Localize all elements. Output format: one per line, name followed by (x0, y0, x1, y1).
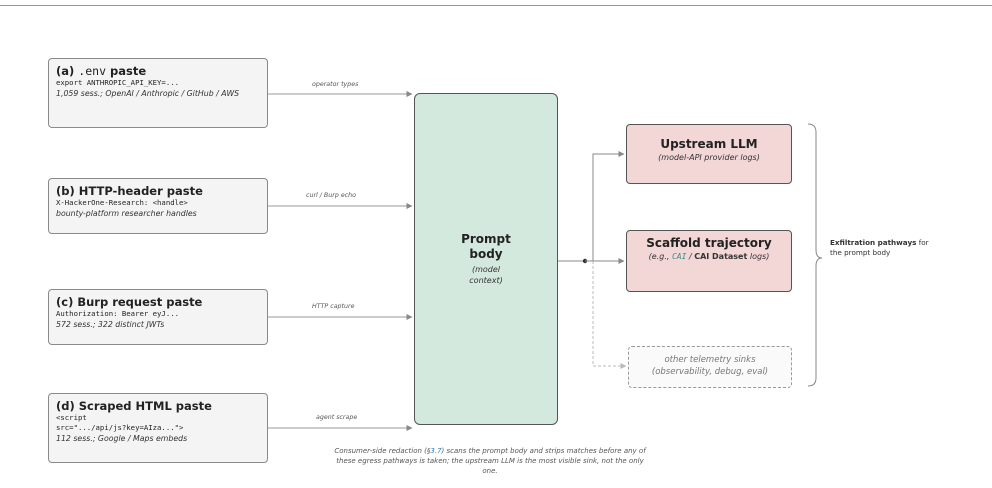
source-c-note: 572 sess.; 322 distinct JWTs (56, 320, 165, 329)
sink-scaffold-subtitle: (e.g., CAI / CAI Dataset logs) (633, 251, 785, 262)
other-sink-line-2: (observability, debug, eval) (651, 367, 769, 377)
source-a-title: (a) .env paste (56, 64, 260, 78)
source-d-scraped-html-paste: (d) Scraped HTML paste <script src=".../… (48, 393, 268, 463)
arrow-label-a: operator types (312, 81, 359, 88)
source-c-code-line: Authorization: Bearer eyJ... (56, 309, 180, 318)
prompt-body-subtitle: (model context) (469, 265, 503, 285)
caption-part-1: Consumer-side redaction (§ (334, 447, 431, 455)
source-c-burp-request-paste: (c) Burp request paste Authorization: Be… (48, 289, 268, 345)
scaffold-sub-bold: CAI Dataset (694, 252, 748, 261)
source-d-code-line-1: <script (56, 413, 87, 422)
other-sink-line-1: other telemetry sinks (664, 355, 756, 365)
arrow-other (592, 261, 627, 369)
source-a-code-line: export ANTHROPIC_API_KEY=... (56, 78, 180, 87)
prompt-body-title: Prompt body (461, 232, 511, 261)
figure-caption: Consumer-side redaction (§3.7) scans the… (330, 446, 650, 476)
caption-section-ref[interactable]: 3.7 (430, 447, 442, 455)
arrow-label-c: HTTP capture (312, 303, 355, 310)
exfiltration-label: Exfiltration pathways for the prompt bod… (830, 238, 940, 258)
scaffold-sub-suffix: logs) (749, 252, 770, 261)
sink-upstream-llm: Upstream LLM (model-API provider logs) (626, 124, 792, 184)
source-a-code-name: .env (78, 64, 106, 78)
source-c-title: (c) Burp request paste (56, 295, 203, 309)
sink-scaffold-title: Scaffold trajectory (646, 236, 772, 250)
sink-other-telemetry: other telemetry sinks (observability, de… (628, 346, 792, 388)
source-a-title-suffix: paste (110, 64, 147, 78)
scaffold-sub-separator: / (688, 252, 692, 261)
source-d-code-line-2: src=".../api/js?key=AIza..."> (56, 423, 184, 432)
scaffold-sub-code: CAI (671, 252, 687, 261)
source-d-title: (d) Scraped HTML paste (56, 399, 212, 413)
sink-scaffold-trajectory: Scaffold trajectory (e.g., CAI / CAI Dat… (626, 230, 792, 292)
arrow-label-d: agent scrape (316, 414, 358, 421)
prompt-body-node: Prompt body (model context) (414, 93, 558, 425)
source-a-letter: (a) (56, 64, 75, 78)
arrow-upstream (585, 151, 625, 262)
caption-part-2: ) scans the prompt body and strips match… (336, 447, 646, 475)
exfil-brace (807, 123, 823, 387)
top-rule (0, 5, 992, 6)
source-b-note: bounty-platform researcher handles (56, 209, 197, 218)
sink-upstream-subtitle: (model-API provider logs) (658, 153, 760, 162)
source-b-code-line: X-HackerOne-Research: <handle> (56, 198, 188, 207)
scaffold-sub-prefix: (e.g., (648, 252, 670, 261)
source-b-http-header-paste: (b) HTTP-header paste X-HackerOne-Resear… (48, 178, 268, 234)
source-a-note: 1,059 sess.; OpenAI / Anthropic / GitHub… (56, 89, 240, 98)
source-a-env-paste: (a) .env paste export ANTHROPIC_API_KEY=… (48, 58, 268, 128)
source-d-note: 112 sess.; Google / Maps embeds (56, 434, 188, 443)
source-b-title: (b) HTTP-header paste (56, 184, 203, 198)
arrow-label-b: curl / Burp echo (306, 192, 356, 199)
exfiltration-label-bold: Exfiltration pathways (830, 238, 917, 247)
sink-upstream-title: Upstream LLM (660, 137, 758, 151)
exfiltration-label-rest: for the prompt body (830, 238, 929, 257)
